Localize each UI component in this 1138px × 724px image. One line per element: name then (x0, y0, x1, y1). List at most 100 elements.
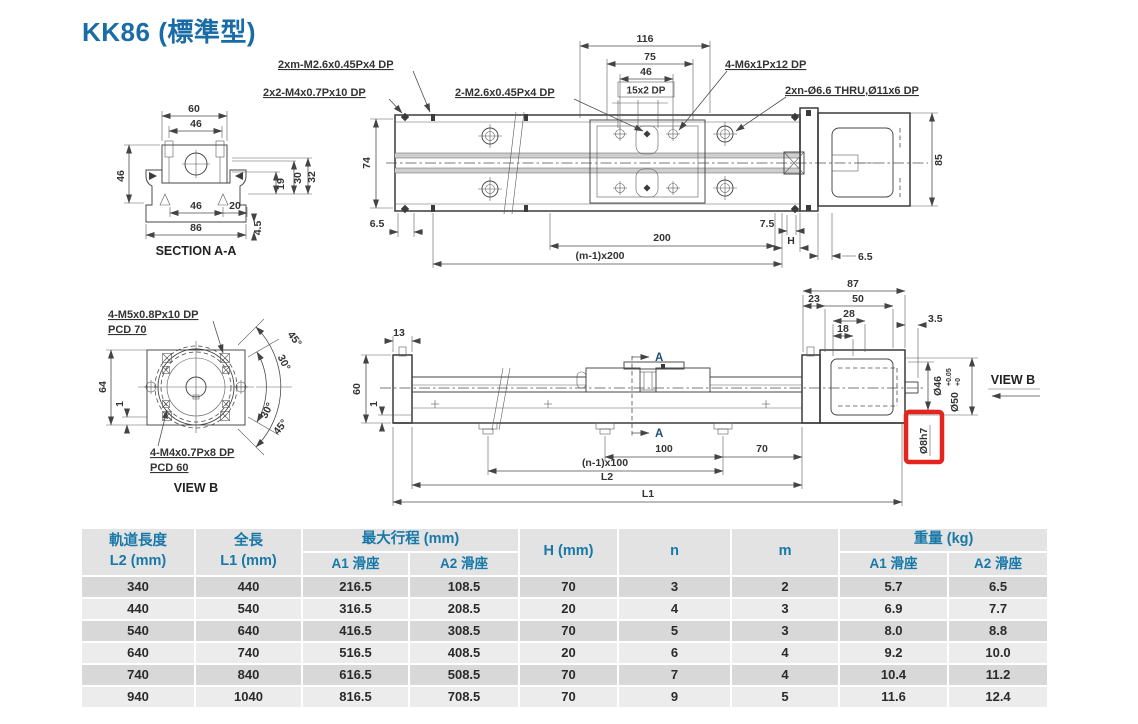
svg-text:18: 18 (837, 323, 849, 335)
table-cell: 7.7 (947, 596, 1050, 621)
shaft-diameter-label: Ø8h7 (918, 428, 930, 454)
svg-text:85: 85 (933, 154, 945, 166)
svg-text:50: 50 (852, 293, 864, 305)
table-cell: 540 (80, 618, 196, 643)
callout-pcd60: PCD 60 (150, 462, 189, 474)
highlight-box (903, 409, 945, 465)
callout-2xm: 2xm-M2.6x0.45Px4 DP (278, 59, 394, 71)
svg-text:87: 87 (847, 278, 859, 290)
svg-text:15x2 DP: 15x2 DP (627, 86, 666, 97)
table-cell: 408.5 (407, 640, 521, 665)
svg-text:200: 200 (653, 232, 671, 244)
table-cell: 5 (617, 618, 733, 643)
mounting-feet (478, 422, 733, 435)
view-b-flange: 64 1 45° 30° 30° 45° 4-M5x0.8Px10 DP PCD… (97, 309, 304, 495)
table-cell: 6.9 (838, 596, 950, 621)
section-marker-bottom: A (655, 428, 663, 440)
table-cell: 208.5 (407, 596, 521, 621)
technical-drawing: 60 46 46 46 20 86 4.5 19 (97, 33, 1040, 506)
svg-text:L2: L2 (601, 471, 613, 483)
side-elevation-view: A A 13 60 1 (351, 278, 1040, 506)
col-header-a2-weight: A2 滑座 (947, 550, 1050, 577)
view-b-arrow-label: VIEW B (991, 373, 1035, 387)
callout-4-m5: 4-M5x0.8Px10 DP (108, 309, 199, 321)
svg-text:30: 30 (292, 172, 304, 184)
table-cell: 340 (80, 574, 196, 599)
section-aa-label: SECTION A-A (156, 244, 237, 258)
svg-text:(m-1)x200: (m-1)x200 (575, 250, 624, 262)
section-aa-view: 60 46 46 46 20 86 4.5 19 (115, 103, 318, 258)
table-cell: 640 (194, 618, 303, 643)
svg-text:Ø50: Ø50 (949, 392, 961, 412)
svg-text:23: 23 (808, 293, 820, 305)
col-header-h: H (mm) (518, 527, 620, 577)
view-b-label: VIEW B (174, 481, 218, 495)
table-cell: 8.8 (947, 618, 1050, 643)
table-cell: 8.0 (838, 618, 950, 643)
table-cell: 416.5 (301, 618, 410, 643)
svg-text:86: 86 (190, 222, 202, 234)
table-cell: 10.0 (947, 640, 1050, 665)
table-cell: 816.5 (301, 684, 410, 709)
table-cell: 10.4 (838, 662, 950, 687)
table-cell: 70 (518, 618, 620, 643)
svg-text:60: 60 (351, 383, 363, 395)
top-plan-view: 85 116 75 46 15x2 DP 2xm-M2.6x0.45Px4 DP… (263, 33, 945, 268)
table-cell: 9.2 (838, 640, 950, 665)
svg-text:3.5: 3.5 (928, 313, 943, 325)
svg-text:L1: L1 (642, 488, 654, 500)
svg-text:1: 1 (114, 401, 126, 407)
col-header-a1-stroke: A1 滑座 (301, 550, 410, 577)
table-cell: 3 (730, 618, 841, 643)
callout-2xn: 2xn-Ø6.6 THRU,Ø11x6 DP (785, 85, 919, 97)
svg-text:+0: +0 (955, 378, 962, 386)
table-cell: 7 (617, 662, 733, 687)
svg-text:74: 74 (361, 157, 373, 169)
callout-4-m6: 4-M6x1Px12 DP (725, 59, 806, 71)
callout-pcd70: PCD 70 (108, 324, 147, 336)
svg-text:30°: 30° (258, 401, 276, 421)
svg-text:20: 20 (229, 200, 241, 212)
table-cell: 616.5 (301, 662, 410, 687)
table-cell: 316.5 (301, 596, 410, 621)
svg-text:+0.05: +0.05 (946, 368, 953, 386)
svg-text:Ø46: Ø46 (932, 376, 944, 396)
table-cell: 6.5 (947, 574, 1050, 599)
table-cell: 3 (617, 574, 733, 599)
callout-2-m26: 2-M2.6x0.45Px4 DP (455, 87, 555, 99)
svg-text:46: 46 (190, 118, 202, 130)
svg-text:60: 60 (188, 103, 200, 115)
col-header-weight: 重量 (kg) (838, 527, 1050, 553)
svg-text:100: 100 (655, 443, 673, 455)
table-cell: 440 (194, 574, 303, 599)
table-cell: 6 (617, 640, 733, 665)
carriage-holes (613, 127, 680, 195)
svg-text:30°: 30° (275, 353, 293, 373)
table-cell: 2 (730, 574, 841, 599)
section-marker-top: A (655, 352, 663, 364)
col-header-a2-stroke: A2 滑座 (407, 550, 521, 577)
svg-text:1: 1 (368, 401, 380, 407)
svg-text:46: 46 (190, 200, 202, 212)
svg-text:46: 46 (640, 66, 652, 78)
table-cell: 508.5 (407, 662, 521, 687)
svg-text:19: 19 (275, 178, 287, 190)
table-cell: 840 (194, 662, 303, 687)
table-cell: 1040 (194, 684, 303, 709)
base-holes (478, 122, 737, 201)
m4-bolt-holes (162, 366, 230, 408)
table-cell: 740 (80, 662, 196, 687)
svg-text:45°: 45° (285, 329, 304, 349)
table-cell: 4 (617, 596, 733, 621)
svg-text:116: 116 (637, 33, 654, 45)
table-cell: 12.4 (947, 684, 1050, 709)
page-title: KK86 (標準型) (82, 17, 257, 47)
svg-text:28: 28 (843, 308, 855, 320)
